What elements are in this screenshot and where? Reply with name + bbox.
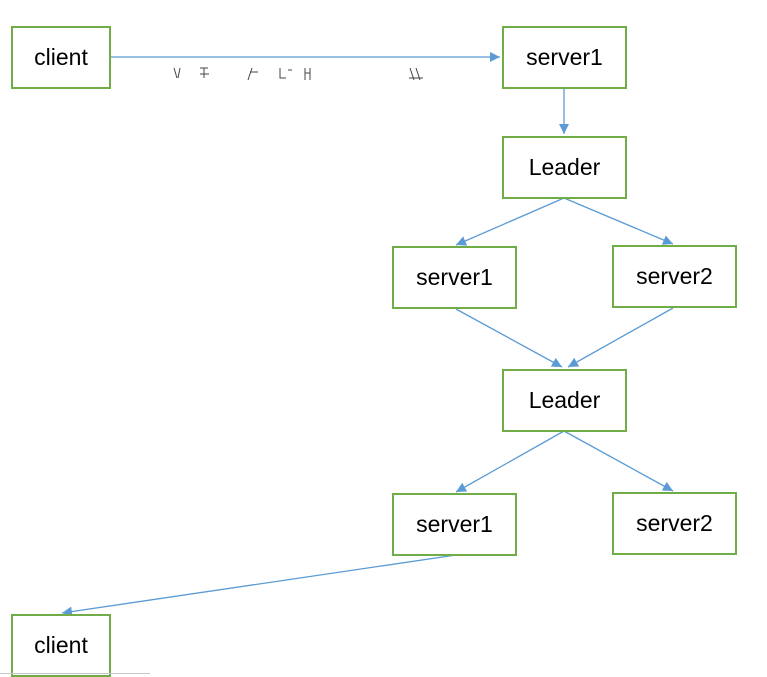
node-client-top: client xyxy=(11,26,111,89)
page-edge-rule xyxy=(0,673,150,674)
edge-server1-bottom-to-client xyxy=(61,554,457,617)
node-leader-1: Leader xyxy=(502,136,627,199)
node-server1-bottom: server1 xyxy=(392,493,517,556)
node-server2-mid: server2 xyxy=(612,245,737,308)
edge-leader-to-server1-mid xyxy=(455,197,565,246)
edge-server2-mid-to-leader2 xyxy=(567,307,674,368)
node-client-bottom: client xyxy=(11,614,111,677)
node-server1-top: server1 xyxy=(502,26,627,89)
node-server2-bottom: server2 xyxy=(612,492,737,555)
edge-server1-mid-to-leader2 xyxy=(455,308,563,368)
edge-leader2-to-server2-bottom xyxy=(563,430,674,492)
node-leader-2: Leader xyxy=(502,369,627,432)
edge-leader2-to-server1-bottom xyxy=(455,430,565,493)
garbled-label-fragment xyxy=(173,67,423,81)
node-server1-mid: server1 xyxy=(392,246,517,309)
edge-leader-to-server2-mid xyxy=(563,197,674,245)
